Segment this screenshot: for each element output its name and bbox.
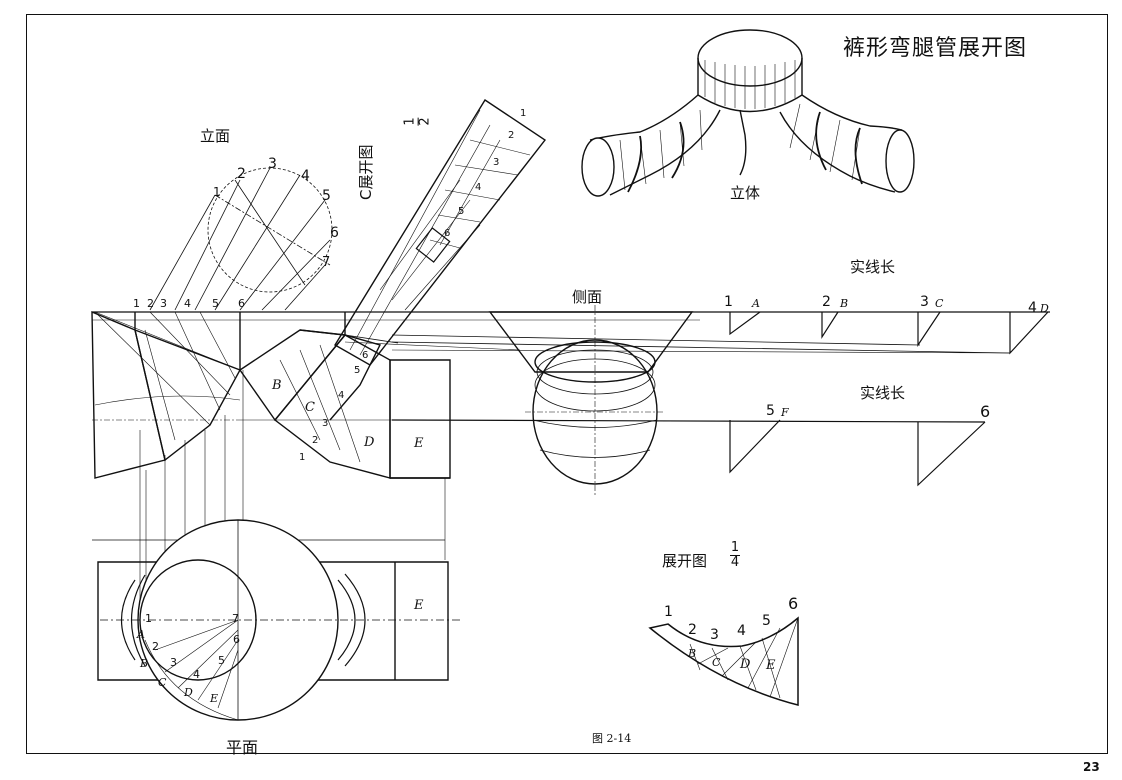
plan-point-3: 3 bbox=[170, 656, 177, 669]
wedge-point-5: 5 bbox=[354, 365, 361, 376]
plan-view bbox=[98, 520, 460, 720]
line-point-3: 3 bbox=[160, 297, 167, 310]
wedge-point-4: 4 bbox=[338, 390, 345, 401]
drawing-frame bbox=[26, 14, 1108, 754]
quarter-development-label: 展开图 bbox=[662, 552, 708, 570]
tl1-letter-a: A bbox=[752, 297, 760, 310]
plan-label: 平面 bbox=[226, 738, 259, 757]
wedge-point-1: 1 bbox=[299, 452, 306, 463]
strip-point-1: 1 bbox=[520, 108, 527, 119]
line-point-1: 1 bbox=[133, 297, 140, 310]
tl1-letter-b: B bbox=[840, 297, 849, 310]
c-development-label: C展开图 bbox=[357, 144, 375, 200]
plan-segment-e-label: E bbox=[414, 598, 424, 613]
true-length-label-2: 实线长 bbox=[860, 384, 906, 402]
plan-letter-a: A bbox=[137, 628, 145, 641]
fan-point-5: 5 bbox=[762, 613, 771, 629]
fraction-numerator: 1 bbox=[402, 117, 418, 126]
elevation-view bbox=[92, 312, 700, 478]
plan-letter-d: D bbox=[184, 686, 193, 699]
wedge-point-6: 6 bbox=[362, 350, 369, 361]
figure-caption: 图 2-14 bbox=[592, 732, 632, 745]
fraction-denominator: 2 bbox=[417, 117, 433, 126]
line-point-4: 4 bbox=[184, 297, 191, 310]
tl1-letter-c: C bbox=[935, 297, 944, 310]
fan-point-6: 6 bbox=[788, 594, 799, 613]
circle-point-2: 2 bbox=[237, 166, 246, 182]
circle-point-6: 6 bbox=[330, 225, 339, 241]
tl1-letter-d: D bbox=[1040, 302, 1049, 315]
solid-pipe-illustration bbox=[582, 30, 914, 196]
quarter-development-fan bbox=[650, 618, 798, 705]
plan-point-4: 4 bbox=[193, 668, 200, 681]
segment-b-label: B bbox=[272, 378, 282, 393]
elevation-label: 立面 bbox=[200, 127, 231, 145]
page-number: 23 bbox=[1083, 760, 1100, 774]
fan-letter-e: E bbox=[766, 658, 776, 673]
solid-label: 立体 bbox=[730, 184, 761, 202]
line-point-6: 6 bbox=[238, 297, 245, 310]
tl2-letter-e: F bbox=[781, 406, 789, 419]
tl1-num-1: 1 bbox=[724, 294, 733, 310]
fraction-numerator: 1 bbox=[730, 540, 740, 555]
strip-point-6: 6 bbox=[444, 228, 451, 239]
strip-point-4: 4 bbox=[475, 182, 482, 193]
wedge-point-3: 3 bbox=[322, 418, 329, 429]
circle-point-1: 1 bbox=[213, 185, 221, 199]
side-view-label: 侧面 bbox=[572, 288, 603, 306]
circle-point-4: 4 bbox=[301, 168, 310, 184]
segment-e-label: E bbox=[414, 436, 424, 451]
strip-point-2: 2 bbox=[508, 130, 515, 141]
fan-letter-b: B bbox=[688, 647, 697, 660]
tl1-num-2: 2 bbox=[822, 294, 831, 310]
true-length-label-1: 实线长 bbox=[850, 258, 896, 276]
title: 裤形弯腿管展开图 bbox=[843, 36, 1028, 61]
fan-letter-d: D bbox=[740, 657, 751, 672]
line-point-2: 2 bbox=[147, 297, 154, 310]
quarter-development-fraction: 1 4 bbox=[730, 540, 740, 570]
segment-d-label: D bbox=[364, 435, 375, 450]
elevation-circle-construction bbox=[150, 168, 332, 310]
plan-point-5: 5 bbox=[218, 654, 225, 667]
side-view bbox=[490, 305, 692, 495]
tl1-num-4: 4 bbox=[1028, 300, 1037, 316]
plan-point-1: 1 bbox=[145, 612, 152, 625]
true-length-rows bbox=[392, 312, 1050, 485]
plan-letter-c: C bbox=[158, 676, 167, 689]
tl2-num-6: 6 bbox=[980, 402, 991, 421]
strip-point-5: 5 bbox=[458, 206, 465, 217]
tl2-num-5: 5 bbox=[766, 403, 775, 419]
plan-point-7: 7 bbox=[232, 612, 239, 625]
c-development-fraction: 1 2 bbox=[402, 117, 433, 126]
fan-point-2: 2 bbox=[688, 622, 697, 638]
line-point-5: 5 bbox=[212, 297, 219, 310]
circle-point-3: 3 bbox=[268, 156, 277, 172]
fan-point-4: 4 bbox=[737, 623, 746, 639]
circle-point-5: 5 bbox=[322, 188, 331, 204]
fan-point-3: 3 bbox=[710, 627, 719, 643]
circle-point-7: 7 bbox=[322, 255, 331, 270]
c-development-strip bbox=[300, 100, 545, 420]
wedge-point-2: 2 bbox=[312, 435, 319, 446]
tl1-num-3: 3 bbox=[920, 294, 929, 310]
plan-letter-b: B bbox=[140, 657, 149, 670]
segment-c-label: C bbox=[305, 400, 315, 415]
plan-letter-e: E bbox=[210, 692, 219, 705]
plan-point-2: 2 bbox=[152, 640, 159, 653]
strip-point-3: 3 bbox=[493, 157, 500, 168]
fan-point-1: 1 bbox=[664, 604, 673, 620]
plan-point-6: 6 bbox=[233, 633, 240, 646]
fan-letter-c: C bbox=[712, 656, 721, 669]
fraction-denominator: 4 bbox=[730, 555, 740, 570]
